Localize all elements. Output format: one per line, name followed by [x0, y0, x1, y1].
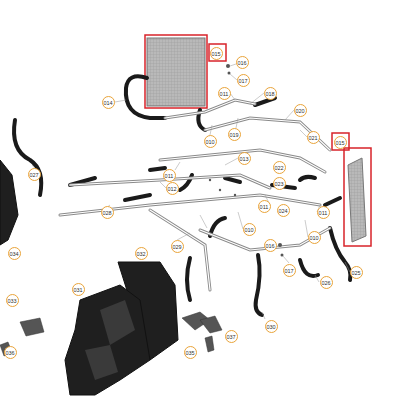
callout-number: 013 — [238, 152, 251, 165]
callout-number: 026 — [320, 276, 333, 289]
callout-number: 035 — [184, 346, 197, 359]
callout-number: 016 — [236, 56, 249, 69]
callout-number: 010 — [243, 223, 256, 236]
callout-number: 017 — [237, 74, 250, 87]
callout-number: 019 — [228, 128, 241, 141]
callout-number: 010 — [204, 135, 217, 148]
callout-number: 022 — [273, 161, 286, 174]
callout-number: 015 — [334, 136, 347, 149]
callout-number: 034 — [8, 247, 21, 260]
callout-number: 028 — [101, 206, 114, 219]
callout-number: 011 — [163, 169, 176, 182]
callout-number: 036 — [4, 346, 17, 359]
callout-number: 027 — [28, 168, 41, 181]
callout-number: 014 — [102, 96, 115, 109]
callout-number: 010 — [308, 231, 321, 244]
callout-number: 030 — [265, 320, 278, 333]
callout-number: 032 — [135, 247, 148, 260]
callout-number: 033 — [6, 294, 19, 307]
callout-number: 021 — [307, 131, 320, 144]
callout-number: 011 — [258, 200, 271, 213]
callout-number: 018 — [264, 87, 277, 100]
callout-number: 020 — [294, 104, 307, 117]
callout-number: 031 — [72, 283, 85, 296]
callout-number: 015 — [210, 47, 223, 60]
callout-number: 025 — [350, 266, 363, 279]
callout-number: 011 — [218, 87, 231, 100]
callout-number: 016 — [264, 239, 277, 252]
callout-number: 017 — [283, 264, 296, 277]
callout-number: 023 — [273, 177, 286, 190]
callout-number: 029 — [171, 240, 184, 253]
callout-number: 011 — [317, 206, 330, 219]
callout-number: 012 — [166, 182, 179, 195]
callout-number: 037 — [225, 330, 238, 343]
callout-number: 024 — [277, 204, 290, 217]
